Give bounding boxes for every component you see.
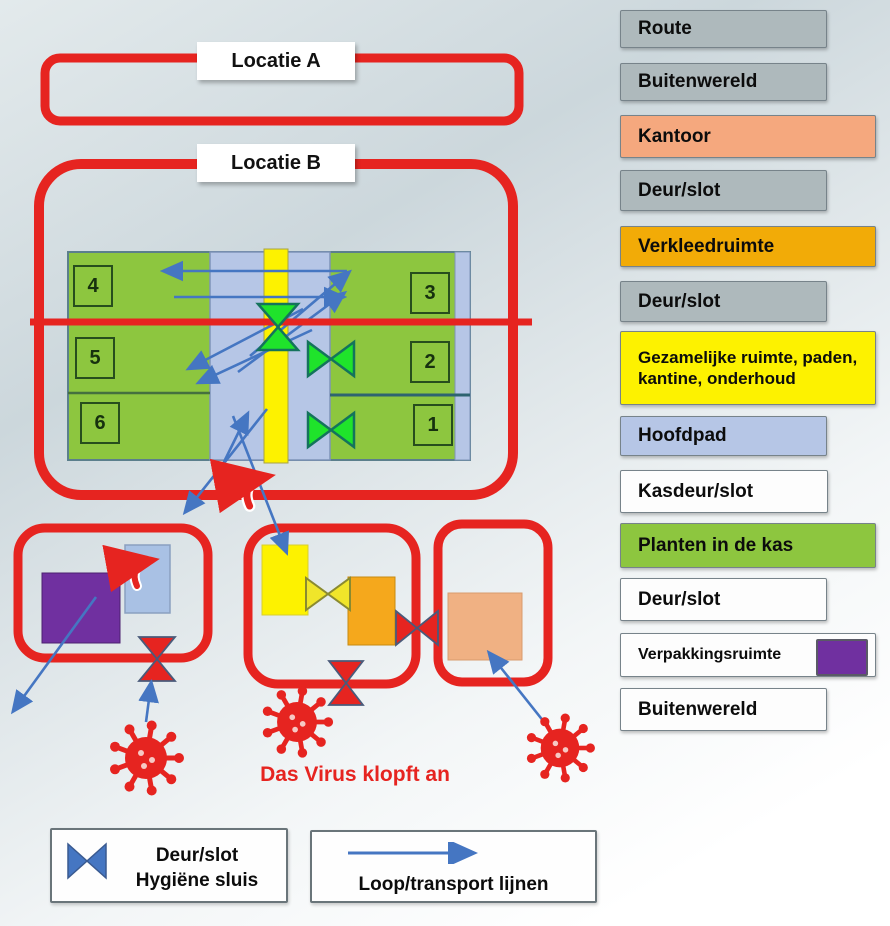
office-zone-boundary xyxy=(433,519,553,687)
hygiene-lock-icon-left xyxy=(137,636,177,682)
door-yellow-icon xyxy=(305,576,351,612)
section-box-1: 1 xyxy=(413,404,453,446)
door-lock-label-2: Hygiëne sluis xyxy=(135,870,259,891)
legend-label: Verpakkingsruimte xyxy=(638,646,782,663)
canteen-room xyxy=(261,544,309,616)
locatie-b-text: Locatie B xyxy=(230,151,322,174)
legend-label: Buitenwereld xyxy=(638,698,758,720)
legend-item-route: Route xyxy=(620,10,827,48)
door-lock-label-1: Deur/slot xyxy=(155,845,239,866)
corridor-strip xyxy=(454,251,471,461)
legend-item-buitenwereld-1: Buitenwereld xyxy=(620,63,827,101)
legend-label: Verkleedruimte xyxy=(638,235,775,257)
locatie-b-label: Locatie B xyxy=(197,144,355,182)
legend-item-deur-slot-3: Deur/slot xyxy=(620,578,827,621)
legend-item-hoofdpad: Hoofdpad xyxy=(620,416,827,456)
virus-icon xyxy=(263,686,333,757)
hygiene-locks xyxy=(137,609,439,706)
section-box-5: 5 xyxy=(75,337,115,379)
legend-label: Route xyxy=(638,18,692,39)
purple-swatch xyxy=(816,639,868,676)
office-room xyxy=(447,592,523,661)
section-box-3: 3 xyxy=(410,272,450,314)
legend-label: Deur/slot xyxy=(638,290,721,312)
legend-item-verpakkingsruimte: Verpakkingsruimte xyxy=(620,633,876,677)
section-box-4: 4 xyxy=(73,265,113,307)
legend-label: Hoofdpad xyxy=(638,425,727,446)
virus-icon xyxy=(527,714,595,783)
changing-zone-boundary xyxy=(243,523,421,689)
legend-item-verkleedruimte: Verkleedruimte xyxy=(620,226,876,267)
legend-item-kasdeur-slot: Kasdeur/slot xyxy=(620,470,828,513)
legend-door-lock-box: Deur/slot Hygiëne sluis xyxy=(50,828,288,903)
section-box-6: 6 xyxy=(80,402,120,444)
packing-room xyxy=(41,572,121,644)
packing-zone-boundary xyxy=(13,523,213,663)
locatie-a-label: Locatie A xyxy=(197,42,355,80)
legend-item-deur-slot-1: Deur/slot xyxy=(620,170,827,211)
door-icon-mid xyxy=(306,339,356,379)
legend-label: Buitenwereld xyxy=(638,71,758,92)
legend-item-planten: Planten in de kas xyxy=(620,523,876,568)
green-doors xyxy=(255,302,356,450)
legend-label: Deur/slot xyxy=(638,179,721,201)
legend-item-deur-slot-2: Deur/slot xyxy=(620,281,827,322)
legend-item-gezamelijke: Gezamelijke ruimte, paden, kantine, onde… xyxy=(620,331,876,405)
door-lock-icon xyxy=(67,842,107,880)
legend-label: Planten in de kas xyxy=(638,534,794,556)
virus-icon xyxy=(110,721,184,796)
legend-item-kantoor: Kantoor xyxy=(620,115,876,158)
changing-room xyxy=(347,576,396,646)
virus-caption: Das Virus klopft an xyxy=(260,763,450,786)
locatie-a-text: Locatie A xyxy=(231,49,321,72)
transport-label: Loop/transport lijnen xyxy=(358,874,549,895)
door-icon-center xyxy=(255,302,301,352)
yellow-path xyxy=(263,248,289,464)
legend-item-buitenwereld-2: Buitenwereld xyxy=(620,688,827,731)
legend-label: Kantoor xyxy=(638,125,711,147)
legend-transport-box: Loop/transport lijnen xyxy=(310,830,597,903)
door-icon-bottom xyxy=(306,410,356,450)
legend-label: Gezamelijke ruimte, paden, kantine, onde… xyxy=(638,348,858,388)
section-box-2: 2 xyxy=(410,341,450,383)
hygiene-lock-icon-middle xyxy=(327,660,365,706)
transport-arrow-icon xyxy=(348,842,478,864)
hygiene-lock-icon-right xyxy=(395,609,439,647)
legend-label: Kasdeur/slot xyxy=(638,480,754,502)
legend-label: Deur/slot xyxy=(638,588,721,610)
